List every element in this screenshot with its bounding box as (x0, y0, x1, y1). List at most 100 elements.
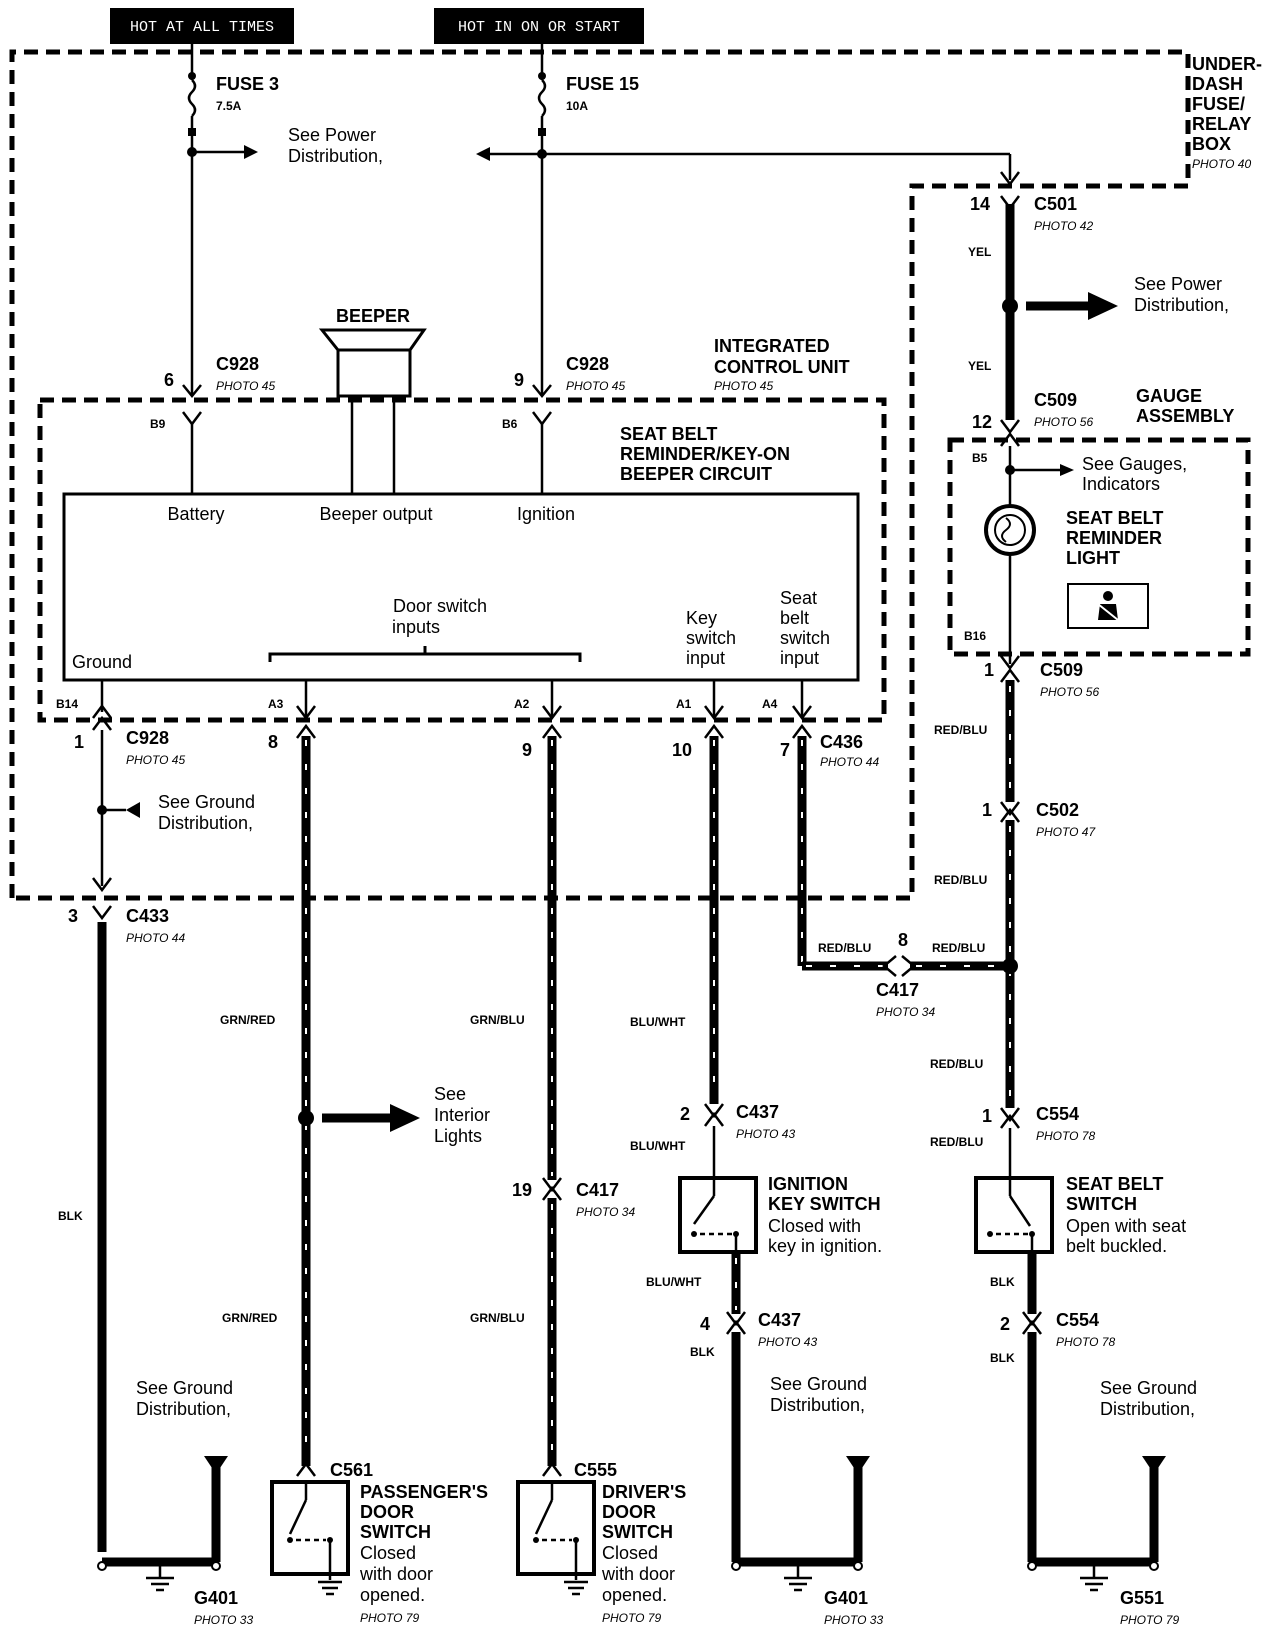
svg-text:HOT IN ON OR START: HOT IN ON OR START (458, 19, 620, 36)
c417-top-name: C417 (876, 980, 919, 1000)
c501-pin: 14 (970, 194, 990, 214)
c928-mid-photo: PHOTO 45 (566, 379, 625, 393)
blk-label-left: BLK (58, 1209, 83, 1223)
c436-pin-8: 8 (268, 732, 278, 752)
driver-switch-1: DRIVER'S (602, 1482, 686, 1502)
c509-bot-pin: 1 (984, 660, 994, 680)
see-power-right-1: See Power (1134, 274, 1222, 294)
term-a2: A2 (514, 697, 530, 711)
seatbelt-input-label-1: Seat (780, 588, 817, 608)
see-gauges-2: Indicators (1082, 474, 1160, 494)
ground-wire-left (92, 715, 140, 893)
grn-red-label-2: GRN/RED (222, 1311, 278, 1325)
icu-photo: PHOTO 45 (714, 379, 773, 393)
g401-mid-name: G401 (824, 1588, 868, 1608)
see-ground-mid-2: Distribution, (770, 1395, 865, 1415)
gauge-term-b16: B16 (964, 629, 986, 643)
driver-switch-5: with door (601, 1564, 675, 1584)
see-ground-left-1: See Ground (136, 1378, 233, 1398)
key-switch-label-3: input (686, 648, 725, 668)
fuse3-label: FUSE 3 (216, 74, 279, 94)
c417-top-pin: 8 (898, 930, 908, 950)
passenger-switch-1: PASSENGER'S (360, 1482, 488, 1502)
seat-belt-switch-desc-1: Open with seat (1066, 1216, 1186, 1236)
red-blu-label-c417-right: RED/BLU (932, 941, 985, 955)
seatbelt-input-label-4: input (780, 648, 819, 668)
fuse-box-label-5: BOX (1192, 134, 1231, 154)
blu-wht-label-1: BLU/WHT (630, 1015, 686, 1029)
fuse-box-label-2: DASH (1192, 74, 1243, 94)
see-power-left-1: See Power (288, 125, 376, 145)
reminder-light-bulb-icon (984, 504, 1036, 664)
passenger-photo: PHOTO 79 (360, 1611, 419, 1625)
fuse-box-label-4: RELAY (1192, 114, 1251, 134)
c928-left-pin: 6 (164, 370, 174, 390)
term-a3: A3 (268, 697, 284, 711)
blu-wht-label-2: BLU/WHT (630, 1139, 686, 1153)
fuse15-circuit (476, 44, 1020, 398)
reminder-light-1: SEAT BELT (1066, 508, 1163, 528)
door-switch-brace (268, 646, 582, 662)
reminder-light-3: LIGHT (1066, 548, 1120, 568)
gauge-assembly-1: GAUGE (1136, 386, 1202, 406)
beeper-output-label: Beeper output (319, 504, 432, 524)
beeper-label: BEEPER (336, 306, 410, 326)
see-ground-left-2: Distribution, (136, 1399, 231, 1419)
see-ground-top-2: Distribution, (158, 813, 253, 833)
c437-top-name: C437 (736, 1102, 779, 1122)
seat-belt-switch-title-2: SWITCH (1066, 1194, 1137, 1214)
beeper-icon (318, 328, 427, 494)
red-blu-c417-wire (792, 723, 1012, 977)
c417-mid-photo: PHOTO 34 (576, 1205, 635, 1219)
grn-red-wire (296, 723, 420, 1477)
circuit-title-3: BEEPER CIRCUIT (620, 464, 772, 484)
g551-photo: PHOTO 79 (1120, 1613, 1179, 1627)
icu-label-2: CONTROL UNIT (714, 357, 850, 377)
c433-photo: PHOTO 44 (126, 931, 185, 945)
blk-label-mid: BLK (690, 1345, 715, 1359)
c554-top-pin: 1 (982, 1106, 992, 1126)
seat-belt-switch-desc-2: belt buckled. (1066, 1236, 1167, 1256)
c554-top-name: C554 (1036, 1104, 1079, 1124)
seat-belt-symbol-icon (1067, 583, 1149, 629)
grn-blu-wire (542, 723, 562, 1477)
see-power-right-2: Distribution, (1134, 295, 1229, 315)
g401-left-name: G401 (194, 1588, 238, 1608)
see-interior-1: See (434, 1084, 466, 1104)
icu-label-1: INTEGRATED (714, 336, 830, 356)
see-power-left-2: Distribution, (288, 146, 383, 166)
battery-label: Battery (167, 504, 224, 524)
icu-terminals (92, 680, 812, 721)
c928-ground-name: C928 (126, 728, 169, 748)
c436-pin-7: 7 (780, 740, 790, 760)
red-blu-label-1: RED/BLU (934, 723, 987, 737)
fuse15-label: FUSE 15 (566, 74, 639, 94)
ignition-label: Ignition (517, 504, 575, 524)
see-ground-right-2: Distribution, (1100, 1399, 1195, 1419)
c928-mid-term: B6 (502, 417, 518, 431)
see-interior-2: Interior (434, 1105, 490, 1125)
red-blu-label-c417-left: RED/BLU (818, 941, 871, 955)
passenger-switch-6: opened. (360, 1585, 425, 1605)
c501-name: C501 (1034, 194, 1077, 214)
driver-switch-4: Closed (602, 1543, 658, 1563)
c417-top-photo: PHOTO 34 (876, 1005, 935, 1019)
yel-wire (1000, 195, 1118, 508)
icu-outline (37, 397, 887, 723)
hot-in-on-or-start-tag: HOT IN ON OR START (434, 8, 644, 44)
c554-bot-pin: 2 (1000, 1314, 1010, 1334)
c437-top-photo: PHOTO 43 (736, 1127, 795, 1141)
see-ground-top-1: See Ground (158, 792, 255, 812)
c928-left-term: B9 (150, 417, 166, 431)
g401-mid-photo: PHOTO 33 (824, 1613, 883, 1627)
seatbelt-input-label-2: belt (780, 608, 809, 628)
c433-name: C433 (126, 906, 169, 926)
c928-ground-pin: 1 (74, 732, 84, 752)
c509-bot-photo: PHOTO 56 (1040, 685, 1099, 699)
driver-door-switch-icon (516, 1480, 596, 1596)
ignition-switch-title-2: KEY SWITCH (768, 1194, 881, 1214)
seatbelt-input-label-3: switch (780, 628, 830, 648)
term-a4: A4 (762, 697, 778, 711)
door-switch-label-1: Door switch (393, 596, 487, 616)
